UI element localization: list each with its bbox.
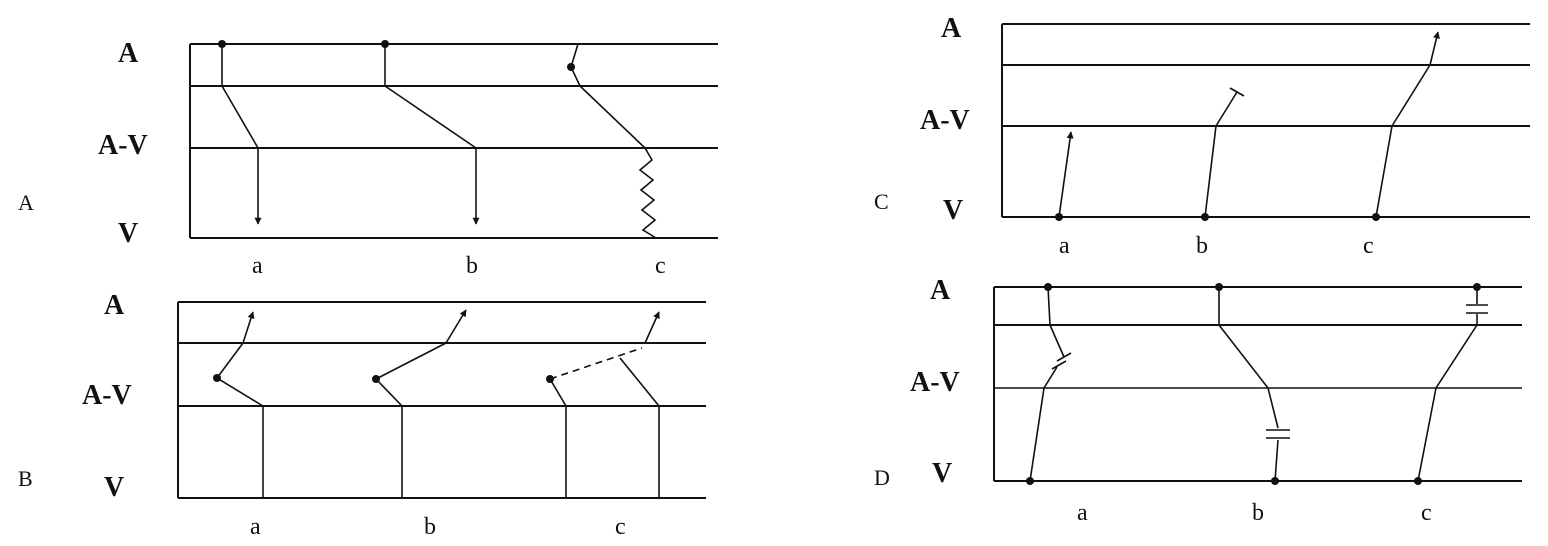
- panel-d-trace-a: [1026, 283, 1072, 485]
- panel-a-col-c-label: c: [655, 253, 666, 279]
- panel-b-trace-a: [213, 311, 264, 498]
- panel-c: C A A-V V a b c: [874, 13, 1530, 259]
- panel-d-trace-b: [1215, 283, 1290, 485]
- panel-a-trace-c: [567, 43, 657, 239]
- panel-b: B A A-V V: [18, 290, 706, 540]
- panel-b-row-ventricle-label: V: [104, 472, 124, 503]
- panel-a-trace-a: [218, 40, 262, 225]
- panel-c-label: C: [874, 189, 889, 214]
- panel-c-col-b-label: b: [1196, 233, 1208, 259]
- panel-d-col-a-label: a: [1077, 500, 1088, 526]
- panel-a-row-atrium-label: A: [118, 38, 139, 69]
- panel-c-col-a-label: a: [1059, 233, 1070, 259]
- panel-c-trace-b: [1201, 87, 1245, 221]
- panel-d-row-ventricle-label: V: [932, 458, 952, 489]
- panel-b-col-c-label: c: [615, 514, 626, 540]
- panel-a-trace-b: [381, 40, 480, 225]
- panel-a-row-ventricle-label: V: [118, 218, 138, 249]
- panel-c-row-av-label: A-V: [920, 105, 970, 136]
- panel-d-trace-c: [1414, 283, 1488, 485]
- panel-c-col-c-label: c: [1363, 233, 1374, 259]
- panel-a-ladder-grid: [189, 43, 718, 239]
- panel-c-row-atrium-label: A: [941, 13, 962, 44]
- panel-a-label: A: [18, 190, 34, 215]
- panel-d-col-c-label: c: [1421, 500, 1432, 526]
- panel-b-trace-b: [372, 309, 467, 498]
- panel-a-col-a-label: a: [252, 253, 263, 279]
- panel-b-label: B: [18, 466, 33, 491]
- panel-d-row-atrium-label: A: [930, 275, 951, 306]
- panel-d-ladder-grid: [993, 286, 1522, 482]
- panel-b-col-b-label: b: [424, 514, 436, 540]
- panel-c-ladder-grid: [1001, 23, 1530, 218]
- panel-b-col-a-label: a: [250, 514, 261, 540]
- panel-c-trace-a: [1055, 131, 1074, 221]
- panel-d-label: D: [874, 465, 890, 490]
- panel-a-col-b-label: b: [466, 253, 478, 279]
- panel-c-row-ventricle-label: V: [943, 195, 963, 226]
- panel-b-row-atrium-label: A: [104, 290, 125, 321]
- panel-d-row-av-label: A-V: [910, 367, 960, 398]
- panel-d: D A A-V V: [874, 275, 1522, 526]
- panel-a: A A A-V V a: [18, 38, 718, 279]
- panel-a-row-av-label: A-V: [98, 130, 148, 161]
- panel-c-trace-c: [1372, 31, 1440, 221]
- panel-b-trace-c: [546, 311, 660, 498]
- panel-b-ladder-grid: [177, 301, 706, 499]
- panel-b-row-av-label: A-V: [82, 380, 132, 411]
- panel-d-col-b-label: b: [1252, 500, 1264, 526]
